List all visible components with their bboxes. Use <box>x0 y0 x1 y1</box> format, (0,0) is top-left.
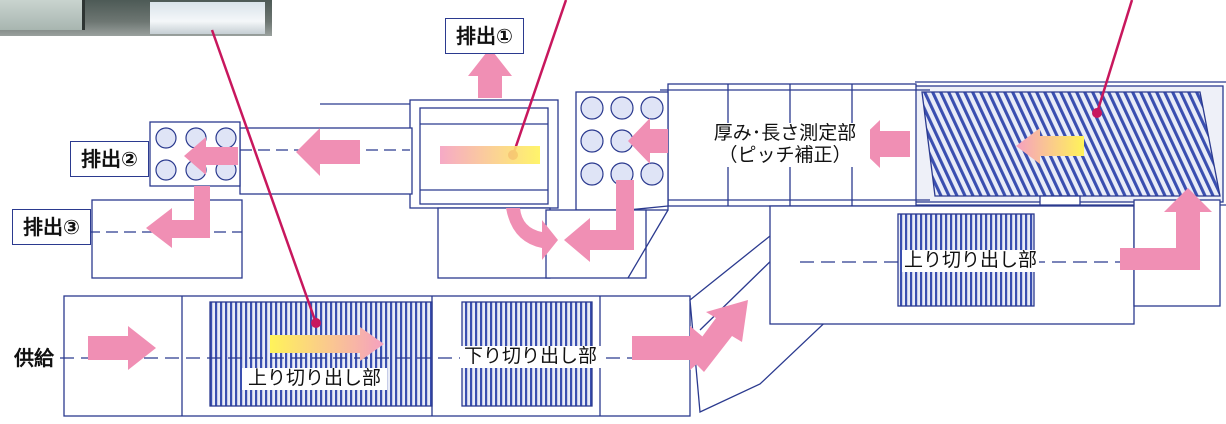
arrow-return-1 <box>564 180 634 262</box>
arrow-return-curve <box>506 208 558 260</box>
leader-dot-3 <box>1092 108 1102 118</box>
label-upcut-bottom: 上り切り出し部 <box>242 367 388 390</box>
leader-dot-1 <box>311 318 321 328</box>
leader-line-1 <box>210 29 318 324</box>
product-arrow-incline <box>1016 128 1084 164</box>
label-measurement-line2: （ピッチ補正） <box>718 143 852 166</box>
label-measurement-line1: 厚み･長さ測定部 <box>713 122 857 144</box>
leader-line-3 <box>1095 0 1134 114</box>
arrow-right-turn <box>1120 188 1212 270</box>
label-discharge-2: 排出② <box>70 141 149 177</box>
leader-lines <box>210 0 1134 324</box>
upcut-rollers-bottom <box>209 301 433 407</box>
product-arrow-bottom <box>270 327 384 361</box>
label-discharge-3: 排出③ <box>12 209 91 245</box>
arrow-discharge-2 <box>184 137 238 175</box>
arrow-supply <box>88 326 156 370</box>
photo-screen <box>0 0 85 30</box>
flow-arrows <box>88 48 1212 372</box>
photo-panel <box>150 2 265 34</box>
leader-line-2 <box>511 0 568 156</box>
label-upcut-right: 上り切り出し部 <box>902 249 1040 272</box>
label-downcut: 下り切り出し部 <box>460 345 602 368</box>
label-measurement: 厚み･長さ測定部 （ピッチ補正） <box>700 122 870 167</box>
label-supply: 供給 <box>14 346 54 370</box>
product-arrow-center <box>440 146 540 164</box>
machine-photo-inset <box>0 0 272 36</box>
arrow-left-conveyor <box>296 128 360 176</box>
arrow-discharge-1 <box>468 48 512 98</box>
arrow-left-measure <box>628 118 668 164</box>
arrow-diagonal <box>688 300 748 372</box>
arrow-discharge-3 <box>146 186 210 248</box>
label-discharge-1: 排出① <box>445 18 524 54</box>
